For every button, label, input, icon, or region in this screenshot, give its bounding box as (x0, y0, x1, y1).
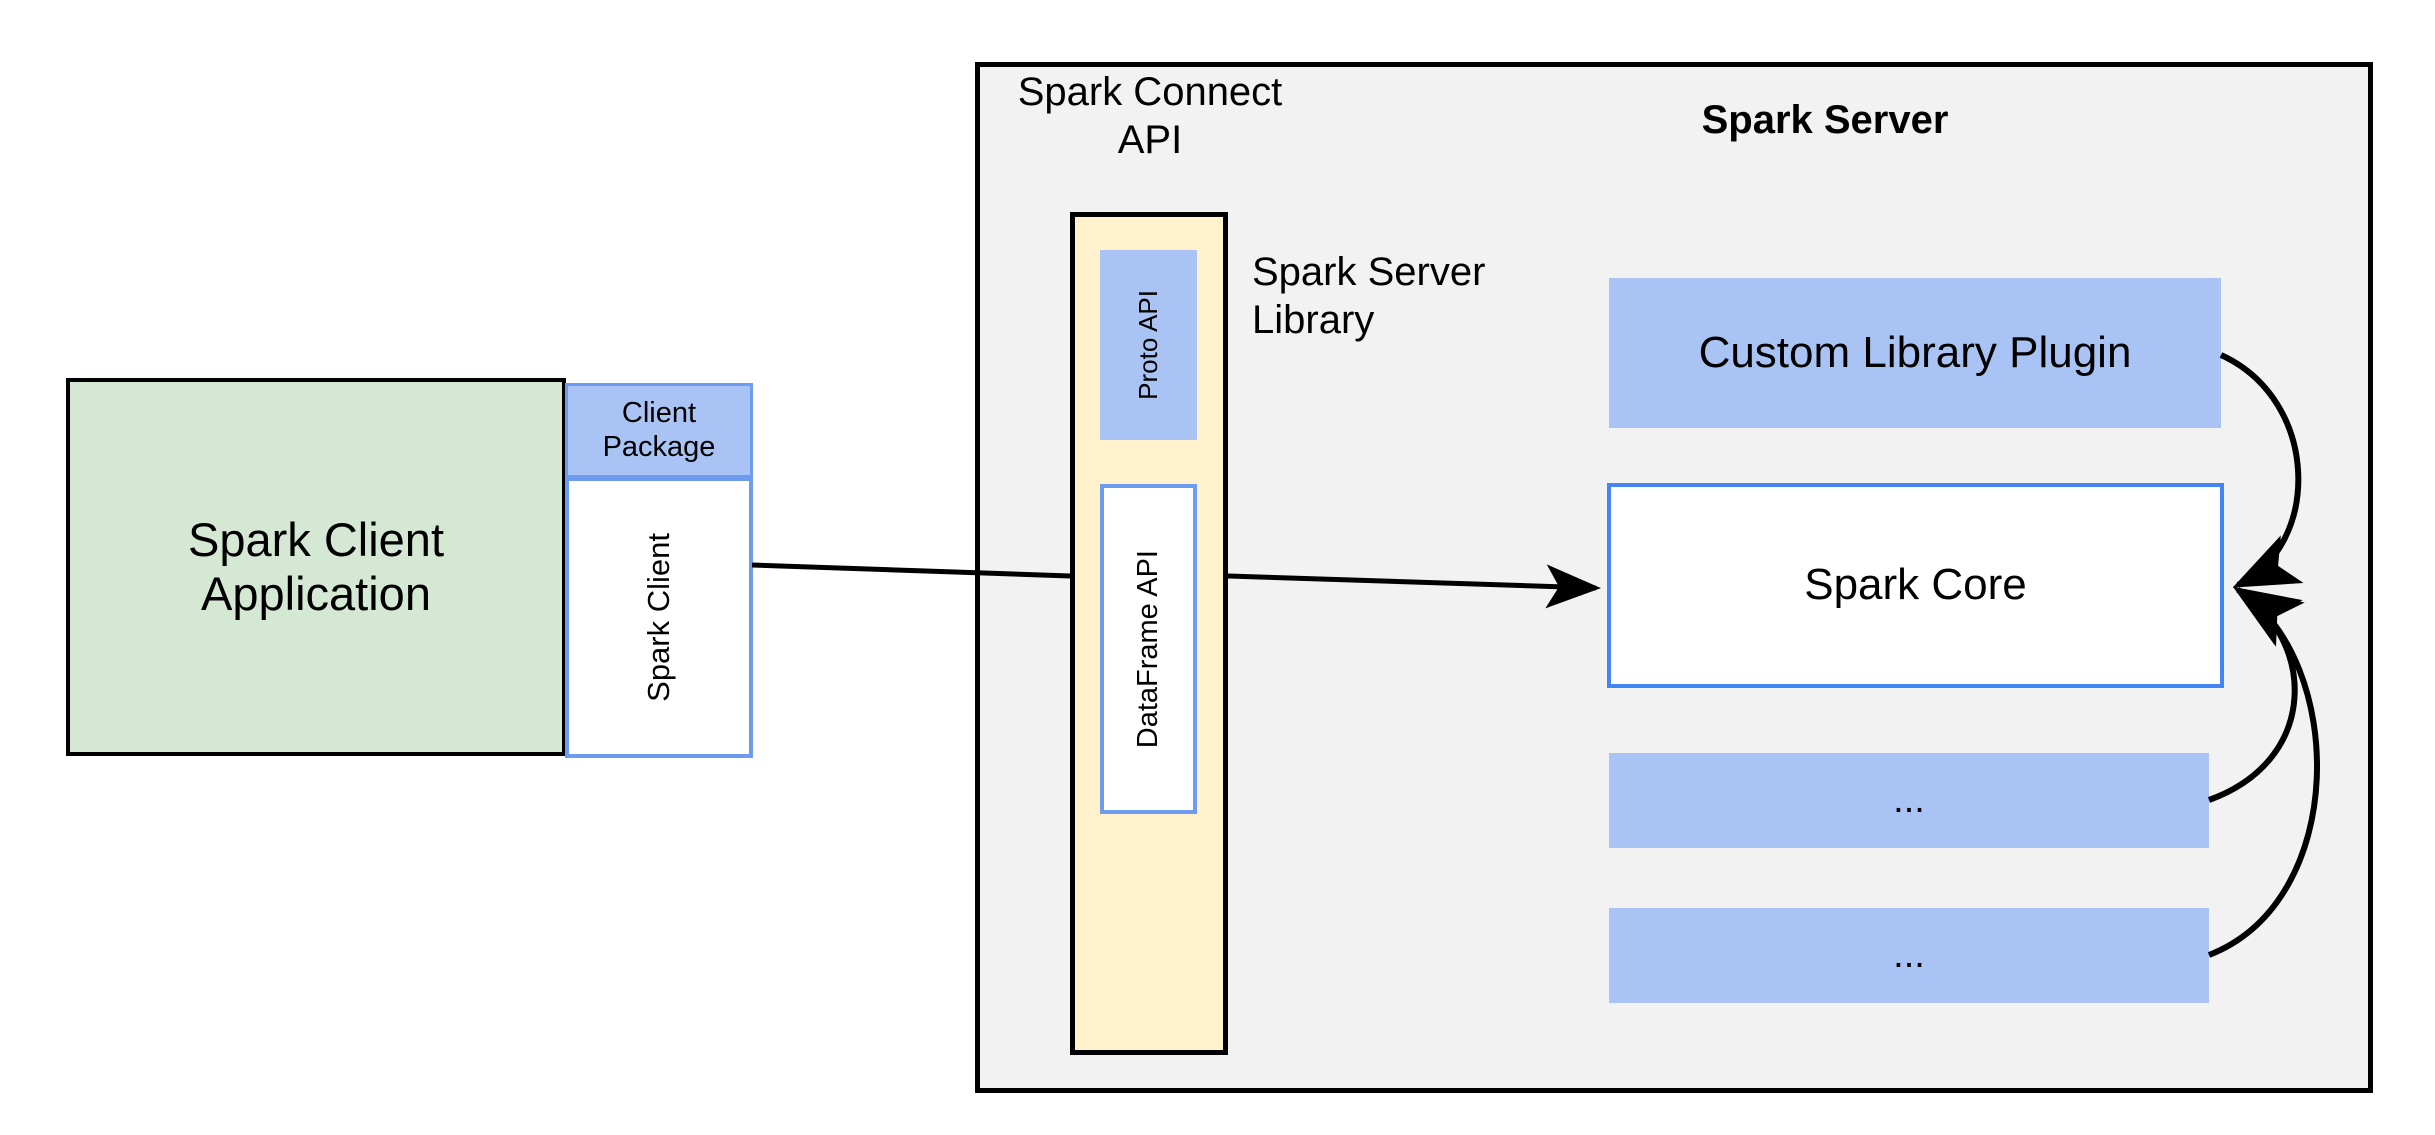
proto-api-label: Proto API (1132, 290, 1163, 400)
client-package-box[interactable]: Client Package (565, 383, 753, 478)
spark-client-label: Spark Client (641, 533, 677, 702)
spark-connect-api-label: Spark Connect API (1017, 70, 1283, 162)
spark-server-library-label: Spark Server Library (1252, 250, 1486, 342)
dataframe-api-box[interactable]: DataFrame API (1100, 484, 1197, 814)
ellipsis-box-1[interactable]: ... (1609, 753, 2209, 848)
proto-api-box[interactable]: Proto API (1100, 250, 1197, 440)
spark-server-title: Spark Server (1701, 98, 1949, 142)
spark-client-box[interactable]: Spark Client (565, 477, 753, 758)
custom-library-plugin-box[interactable]: Custom Library Plugin (1609, 278, 2221, 428)
spark-core-box[interactable]: Spark Core (1607, 483, 2224, 688)
spark-client-application-box[interactable]: Spark Client Application (66, 378, 566, 756)
ellipsis-box-2[interactable]: ... (1609, 908, 2209, 1003)
dataframe-api-label: DataFrame API (1131, 549, 1164, 749)
